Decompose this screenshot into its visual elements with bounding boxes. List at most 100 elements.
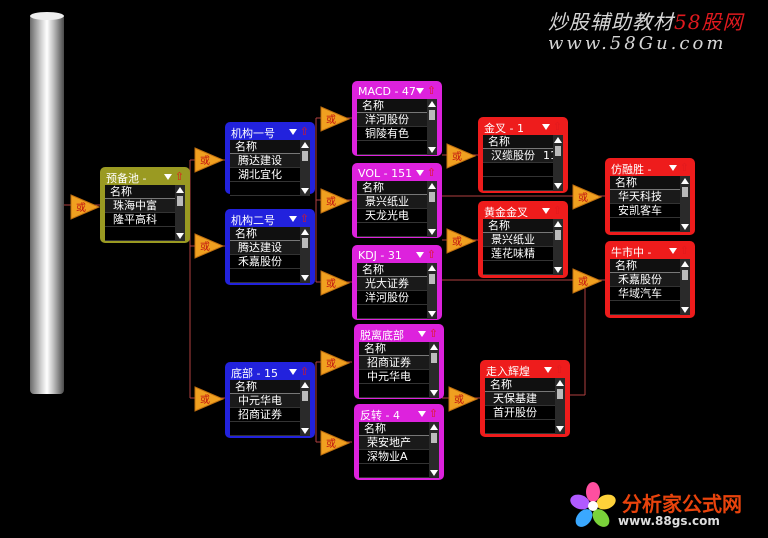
list-item[interactable]: 安凯客车 <box>610 204 690 218</box>
scrollbar[interactable] <box>429 422 439 478</box>
node-header[interactable]: 仿融胜 -⇧ <box>608 161 692 176</box>
column-header-name[interactable]: 名称 <box>230 227 310 241</box>
column-header-name[interactable]: 名称 <box>359 342 439 356</box>
scroll-down-icon[interactable] <box>554 183 562 189</box>
list-item[interactable]: 洋河股份 <box>357 291 437 305</box>
node-tuolidibu[interactable]: 脱离底部⇧名称招商证券中元华电 <box>354 324 444 399</box>
node-header[interactable]: KDJ - 31⇧ <box>355 248 439 263</box>
scrollbar[interactable] <box>427 99 437 155</box>
scroll-down-icon[interactable] <box>301 188 309 194</box>
or-gate-icon[interactable]: 或 <box>320 270 351 296</box>
scrollbar[interactable] <box>300 380 310 436</box>
dropdown-icon[interactable] <box>288 215 297 222</box>
stock-list[interactable]: 名称天保基建首开股份 <box>485 378 565 434</box>
scroll-thumb[interactable] <box>302 151 308 161</box>
scrollbar[interactable] <box>300 227 310 283</box>
list-item[interactable]: 禾嘉股份 <box>610 273 690 287</box>
list-item[interactable]: 隆平高科 <box>105 213 185 227</box>
list-item-empty[interactable] <box>483 177 563 191</box>
or-gate-icon[interactable]: 或 <box>320 106 351 132</box>
move-up-icon[interactable]: ⇧ <box>299 212 309 225</box>
node-header[interactable]: MACD - 47⇧ <box>355 84 439 99</box>
list-item-empty[interactable] <box>359 384 439 398</box>
node-header[interactable]: VOL - 151⇧ <box>355 166 439 181</box>
move-up-icon[interactable]: ⇧ <box>679 161 689 174</box>
column-header-name[interactable]: 名称 <box>230 380 310 394</box>
scroll-thumb[interactable] <box>429 192 435 202</box>
node-header[interactable]: 反转 - 4⇧ <box>357 407 441 422</box>
list-item-empty[interactable] <box>359 464 439 478</box>
node-zouru[interactable]: 走入辉煌⇧名称天保基建首开股份 <box>480 360 570 437</box>
node-header[interactable]: 牛市中 -⇧ <box>608 244 692 259</box>
stock-list[interactable]: 名称腾达建设禾嘉股份 <box>230 227 310 283</box>
list-item[interactable]: 莲花味精 <box>483 247 563 261</box>
list-item-empty[interactable] <box>230 422 310 436</box>
dropdown-icon[interactable] <box>541 207 550 214</box>
scroll-up-icon[interactable] <box>554 137 562 143</box>
scrollbar[interactable] <box>680 259 690 315</box>
scroll-up-icon[interactable] <box>428 183 436 189</box>
scroll-up-icon[interactable] <box>176 187 184 193</box>
node-header[interactable]: 金叉 - 1⇧ <box>481 120 565 135</box>
list-item-empty[interactable] <box>230 269 310 283</box>
scroll-down-icon[interactable] <box>556 426 564 432</box>
or-gate-icon[interactable]: 或 <box>320 188 351 214</box>
scroll-down-icon[interactable] <box>430 390 438 396</box>
node-header[interactable]: 机构一号⇧ <box>228 125 312 140</box>
dropdown-icon[interactable] <box>415 169 424 176</box>
or-gate-icon[interactable]: 或 <box>70 194 101 220</box>
list-item-empty[interactable] <box>610 301 690 315</box>
node-kdj[interactable]: KDJ - 31⇧名称光大证券洋河股份 <box>352 245 442 320</box>
stock-list[interactable]: 名称荣安地产深物业A <box>359 422 439 478</box>
scroll-up-icon[interactable] <box>556 380 564 386</box>
scroll-thumb[interactable] <box>302 238 308 248</box>
or-gate-icon[interactable]: 或 <box>446 228 477 254</box>
list-item[interactable]: 华天科技 <box>610 190 690 204</box>
scroll-down-icon[interactable] <box>428 311 436 317</box>
scroll-down-icon[interactable] <box>681 307 689 313</box>
node-fangrongsheng[interactable]: 仿融胜 -⇧名称华天科技安凯客车 <box>605 158 695 235</box>
stock-list[interactable]: 名称禾嘉股份华域汽车 <box>610 259 690 315</box>
scroll-thumb[interactable] <box>177 196 183 206</box>
list-item[interactable]: 洋河股份 <box>357 113 437 127</box>
stock-list[interactable]: 名称招商证券中元华电 <box>359 342 439 398</box>
scroll-up-icon[interactable] <box>554 221 562 227</box>
node-header[interactable]: 预备池 -⇧ <box>103 170 187 185</box>
list-item-empty[interactable] <box>610 218 690 232</box>
list-item-empty[interactable] <box>357 141 437 155</box>
scroll-thumb[interactable] <box>302 391 308 401</box>
stock-list[interactable]: 名称腾达建设湖北宜化 <box>230 140 310 196</box>
scroll-down-icon[interactable] <box>301 428 309 434</box>
dropdown-icon[interactable] <box>415 251 424 258</box>
move-up-icon[interactable]: ⇧ <box>299 125 309 138</box>
node-fanzhuan[interactable]: 反转 - 4⇧名称荣安地产深物业A <box>354 404 444 480</box>
list-item[interactable]: 腾达建设 <box>230 241 310 255</box>
move-up-icon[interactable]: ⇧ <box>426 84 436 97</box>
dropdown-icon[interactable] <box>417 410 426 417</box>
stock-list[interactable]: 名称珠海中富隆平高科 <box>105 185 185 241</box>
move-up-icon[interactable]: ⇧ <box>552 204 562 217</box>
move-up-icon[interactable]: ⇧ <box>426 166 436 179</box>
list-item-empty[interactable] <box>485 420 565 434</box>
scrollbar[interactable] <box>427 263 437 319</box>
node-header[interactable]: 脱离底部⇧ <box>357 327 441 342</box>
scroll-up-icon[interactable] <box>681 178 689 184</box>
scrollbar[interactable] <box>555 378 565 434</box>
scroll-down-icon[interactable] <box>430 470 438 476</box>
scroll-up-icon[interactable] <box>428 101 436 107</box>
node-huangjinjincha[interactable]: 黄金金叉⇧名称景兴纸业莲花味精 <box>478 201 568 278</box>
move-up-icon[interactable]: ⇧ <box>554 363 564 376</box>
node-header[interactable]: 底部 - 15⇧ <box>228 365 312 380</box>
scroll-down-icon[interactable] <box>554 267 562 273</box>
list-item-empty[interactable] <box>105 227 185 241</box>
column-header-name[interactable]: 名称 <box>105 185 185 199</box>
stock-list[interactable]: 名称景兴纸业天龙光电 <box>357 181 437 237</box>
scroll-thumb[interactable] <box>555 230 561 240</box>
list-item[interactable]: 中元华电 <box>230 394 310 408</box>
scroll-thumb[interactable] <box>431 353 437 363</box>
scroll-down-icon[interactable] <box>176 233 184 239</box>
scrollbar[interactable] <box>429 342 439 398</box>
scroll-up-icon[interactable] <box>430 424 438 430</box>
